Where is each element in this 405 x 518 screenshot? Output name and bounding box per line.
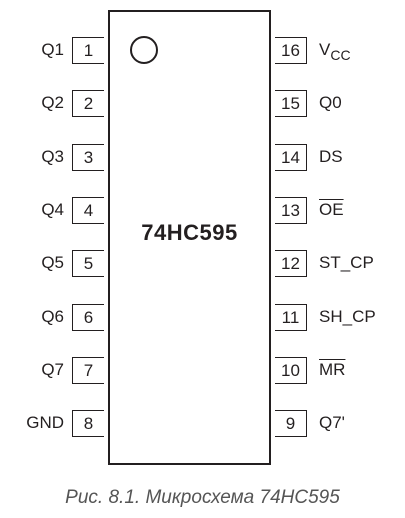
pin-left-6-number: 6 bbox=[72, 304, 104, 331]
pin-label-text: GND bbox=[26, 413, 64, 432]
pin-right-4-label: OE bbox=[319, 200, 344, 220]
pin-left-3-label: Q3 bbox=[41, 147, 64, 167]
pin-left-5-number: 5 bbox=[72, 250, 104, 277]
pin-label-text: Q3 bbox=[41, 147, 64, 166]
pin-left-3-number: 3 bbox=[72, 144, 104, 171]
figure-caption: Рис. 8.1. Микросхема 74HC595 bbox=[65, 487, 340, 508]
pin-left-7-label: Q7 bbox=[41, 360, 64, 380]
pin-left-6-label: Q6 bbox=[41, 307, 64, 327]
pin-label-text: Q6 bbox=[41, 307, 64, 326]
pin-label-text: ST_CP bbox=[319, 253, 374, 272]
pin-label-text: MR bbox=[319, 360, 346, 379]
pin-label-text: Q1 bbox=[41, 40, 64, 59]
pin-label-text: Q4 bbox=[41, 200, 64, 219]
pin-right-1-label: VCC bbox=[319, 40, 351, 63]
pin-right-3-number: 14 bbox=[275, 144, 307, 171]
pin-right-8-number: 9 bbox=[275, 410, 307, 437]
pin-left-7-number: 7 bbox=[72, 357, 104, 384]
pin-right-4-number: 13 bbox=[275, 197, 307, 224]
pin-left-8-label: GND bbox=[26, 413, 64, 433]
pin-left-8-number: 8 bbox=[72, 410, 104, 437]
pin-left-4-number: 4 bbox=[72, 197, 104, 224]
pin-label-text: V bbox=[319, 40, 331, 59]
pin-left-1-label: Q1 bbox=[41, 40, 64, 60]
pin-left-4-label: Q4 bbox=[41, 200, 64, 220]
pin-right-6-label: SH_CP bbox=[319, 307, 376, 327]
pin-right-7-number: 10 bbox=[275, 357, 307, 384]
pin-left-2-label: Q2 bbox=[41, 93, 64, 113]
pin-left-5-label: Q5 bbox=[41, 253, 64, 273]
pin-right-3-label: DS bbox=[319, 147, 343, 167]
pin-right-6-number: 11 bbox=[275, 304, 307, 331]
pin-right-5-number: 12 bbox=[275, 250, 307, 277]
pin-right-1-number: 16 bbox=[275, 37, 307, 64]
pin-right-2-number: 15 bbox=[275, 90, 307, 117]
pin-right-7-label: MR bbox=[319, 360, 345, 380]
pin-label-text: Q2 bbox=[41, 93, 64, 112]
pin-label-text: OE bbox=[319, 200, 344, 219]
pin-label-text: DS bbox=[319, 147, 343, 166]
chip-body: 74HC595 bbox=[108, 10, 271, 465]
pin-label-subscript: CC bbox=[330, 47, 351, 63]
pin-right-2-label: Q0 bbox=[319, 93, 342, 113]
pin-right-5-label: ST_CP bbox=[319, 253, 374, 273]
pin-label-text: SH_CP bbox=[319, 307, 376, 326]
pin-label-text: Q7 bbox=[41, 360, 64, 379]
pin1-notch-circle bbox=[130, 36, 158, 64]
pin-left-1-number: 1 bbox=[72, 37, 104, 64]
pin-label-text: Q0 bbox=[319, 93, 342, 112]
pin-left-2-number: 2 bbox=[72, 90, 104, 117]
pin-label-text: Q5 bbox=[41, 253, 64, 272]
pin-label-text: Q7' bbox=[319, 413, 345, 432]
chip-name: 74HC595 bbox=[141, 220, 238, 245]
pin-right-8-label: Q7' bbox=[319, 413, 345, 433]
